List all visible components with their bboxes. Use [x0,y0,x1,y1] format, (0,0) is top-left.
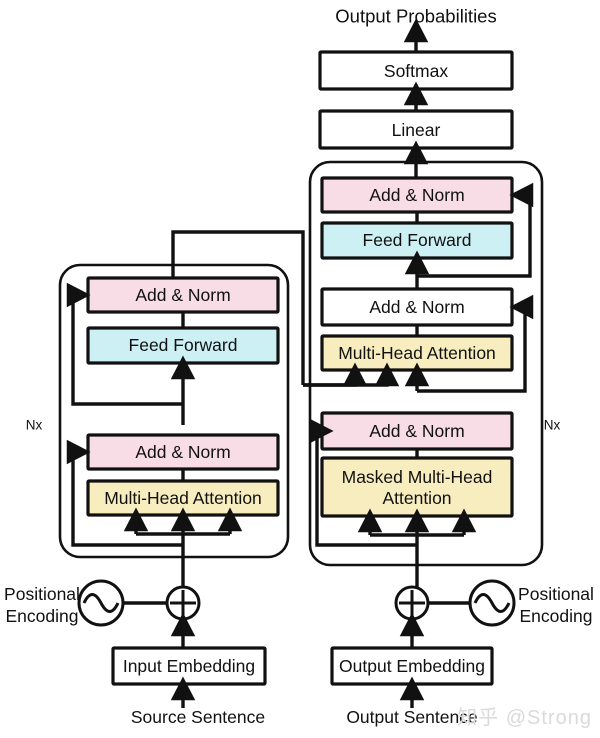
decoder-block-add-norm-top-label: Add & Norm [369,185,464,205]
output-probabilities-label: Output Probabilities [335,6,496,27]
encoder-positional-sine-wave [82,593,120,613]
decoder-stack-container [308,160,544,567]
encoder-residual-ff [66,282,183,406]
encoder-block-add-norm-top-label: Add & Norm [135,285,230,305]
source-sentence-label: Source Sentence [131,707,265,727]
decoder-positional-label-line2: Encoding [520,606,593,626]
encoder-block-add-norm-bottom-label: Add & Norm [135,442,230,462]
block-output-embedding-label: Output Embedding [339,656,485,676]
encoder-positional-label-line1: Positional [4,584,80,604]
output-sentence-label: Output Sentence [346,707,477,727]
decoder-block-add-norm-bottom-label: Add & Norm [369,421,464,441]
arrow-encoder-value-into-cross-attention [303,362,400,387]
decoder-residual-ff [417,182,534,278]
decoder-positional-sine-wave [473,593,511,613]
watermark: 知乎 @Strong [457,707,592,729]
encoder-residual-self-attention [66,439,183,547]
encoder-block-self-attention-label: Multi-Head Attention [104,488,262,508]
encoder-repeat-label: Nx [26,418,43,433]
decoder-block-feed-forward-label: Feed Forward [363,230,472,250]
decoder-block-add-norm-mid-label: Add & Norm [369,297,464,317]
decoder-repeat-label: Nx [544,418,561,433]
block-input-embedding-label: Input Embedding [123,656,255,676]
decoder-positional-label-line1: Positional [518,584,594,604]
decoder-block-cross-attention-label: Multi-Head Attention [338,343,496,363]
block-linear-label: Linear [392,120,441,140]
block-softmax-label: Softmax [384,61,448,81]
encoder-block-feed-forward-label: Feed Forward [129,335,238,355]
decoder-residual-masked-attention [309,418,417,547]
encoder-positional-label-line2: Encoding [6,606,79,626]
decoder-residual-cross-attention [417,294,534,393]
encoder-output-bus-to-decoder [171,230,305,385]
decoder-block-masked-attention-label2: Attention [382,488,451,508]
decoder-block-masked-attention-label: Masked Multi-Head [342,467,493,487]
